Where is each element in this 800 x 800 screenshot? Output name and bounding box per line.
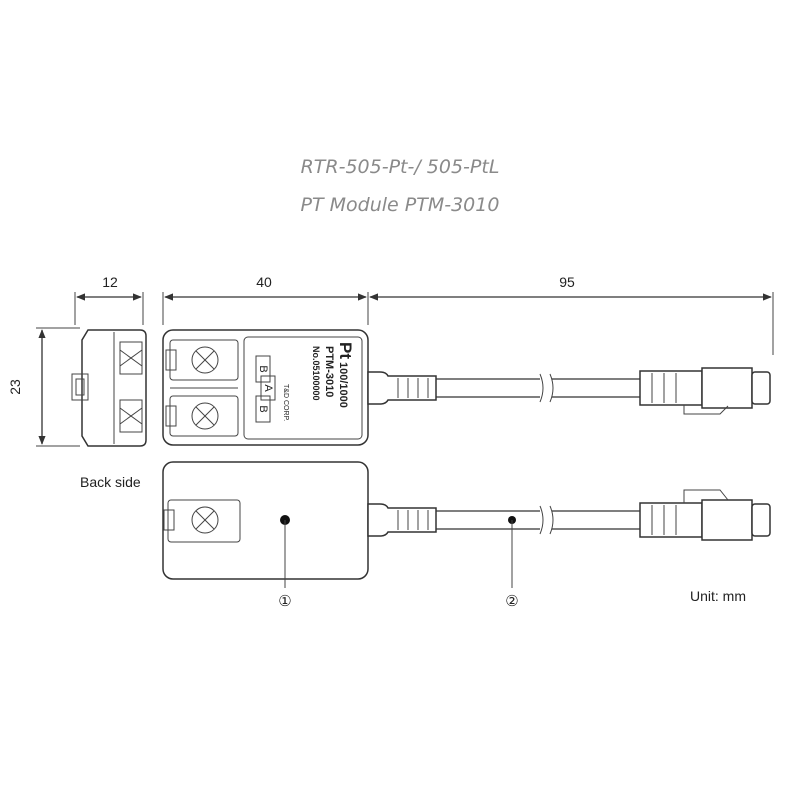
- unit-label: Unit: mm: [690, 588, 746, 604]
- module-label-text: Pt 100/1000 PTM-3010 No.05100000 T&D COR…: [282, 342, 355, 421]
- terminal-b2: B: [257, 405, 269, 412]
- label-pt: Pt: [336, 342, 355, 359]
- dim-23: 23: [7, 379, 23, 395]
- cable-front: [367, 367, 771, 415]
- back-side-label: Back side: [80, 474, 141, 490]
- label-maker: T&D CORP.: [282, 384, 289, 421]
- cable-back: [367, 489, 771, 588]
- terminal-b1: B: [257, 365, 269, 372]
- label-pt-sub: 100/1000: [337, 362, 349, 408]
- title-line-2: PT Module PTM-3010: [300, 194, 500, 216]
- callout-1: ①: [278, 593, 291, 610]
- dim-95: 95: [559, 274, 575, 290]
- dim-12: 12: [102, 274, 118, 290]
- dimension-lines: [36, 292, 774, 447]
- terminal-a: A: [262, 384, 274, 392]
- module-front: [162, 329, 369, 446]
- label-serial: No.05100000: [311, 346, 321, 401]
- side-view: [71, 329, 147, 447]
- callout-2: ②: [505, 593, 518, 610]
- title-line-1: RTR-505-Pt-/ 505-PtL: [300, 156, 500, 178]
- module-back: [162, 461, 369, 588]
- label-model: PTM-3010: [323, 346, 335, 397]
- dim-40: 40: [256, 274, 272, 290]
